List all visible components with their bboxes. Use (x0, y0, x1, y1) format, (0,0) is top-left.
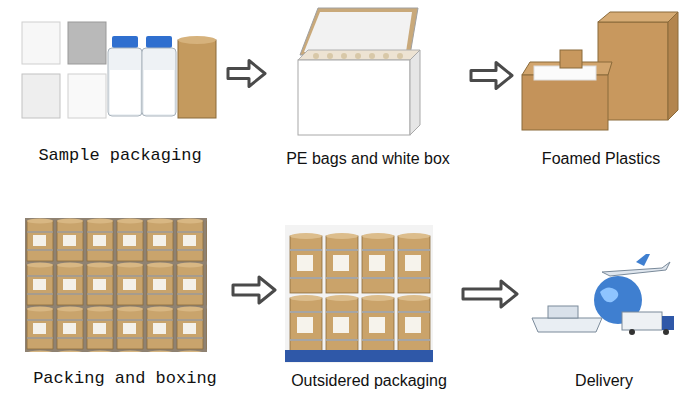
box-opening (298, 50, 420, 60)
carton (522, 75, 608, 130)
warehouse-photo (25, 218, 207, 352)
foil-bag (68, 22, 106, 64)
node-caption: Delivery (520, 372, 688, 390)
plane (602, 262, 670, 276)
photo-ground (25, 218, 207, 352)
transport-picture (532, 254, 674, 335)
flow-arrow (233, 277, 275, 303)
image-node: Packing and boxing (20, 215, 230, 390)
box-lid (300, 8, 418, 55)
powder (110, 70, 140, 114)
node-caption: Foamed Plastics (515, 150, 687, 168)
carton-side (668, 12, 678, 120)
node-caption: Outsidered packaging (278, 372, 460, 390)
drum-stacks (25, 218, 207, 352)
image-node: Foamed Plastics (515, 5, 687, 170)
pallet (285, 350, 433, 362)
ship-cabin (548, 306, 578, 318)
powder (144, 70, 174, 114)
pallet-photo (285, 225, 433, 363)
wheel (629, 329, 635, 335)
drum-lid (178, 36, 216, 44)
node-caption: PE bags and white box (268, 150, 468, 168)
wheel (663, 329, 669, 335)
node-caption: Sample packaging (15, 146, 225, 165)
bottle (108, 48, 142, 116)
truck-body (622, 312, 662, 330)
white-box-picture (298, 8, 420, 135)
white-bag (68, 74, 106, 118)
plane-wing (636, 254, 650, 266)
foil-bag (22, 74, 60, 118)
truck-cab (662, 316, 674, 330)
box-front (298, 60, 410, 135)
globe-land (600, 287, 618, 302)
flow-arrow (471, 63, 512, 89)
image-node: Delivery (520, 250, 688, 392)
lid-inner (304, 12, 412, 52)
sample-pictures (22, 22, 216, 118)
drum-stacks (288, 232, 432, 356)
image-node: PE bags and white box (268, 5, 468, 170)
foam-box-picture (522, 12, 678, 130)
vials (313, 53, 403, 59)
white-bag (22, 22, 60, 64)
ship (532, 318, 602, 332)
flow-arrow (228, 61, 265, 87)
node-caption: Packing and boxing (20, 369, 230, 388)
image-node: Outsidered packaging (278, 220, 460, 392)
bottle-cap (112, 36, 138, 48)
inner-box (560, 50, 582, 68)
box-side (410, 50, 420, 135)
fiber-drum (178, 40, 216, 118)
bottle-cap (146, 36, 172, 48)
flow-arrow (463, 281, 517, 307)
photo-ground (285, 225, 433, 363)
bottle (142, 48, 176, 116)
carton-top (598, 12, 678, 22)
image-node: Sample packaging (15, 5, 225, 167)
